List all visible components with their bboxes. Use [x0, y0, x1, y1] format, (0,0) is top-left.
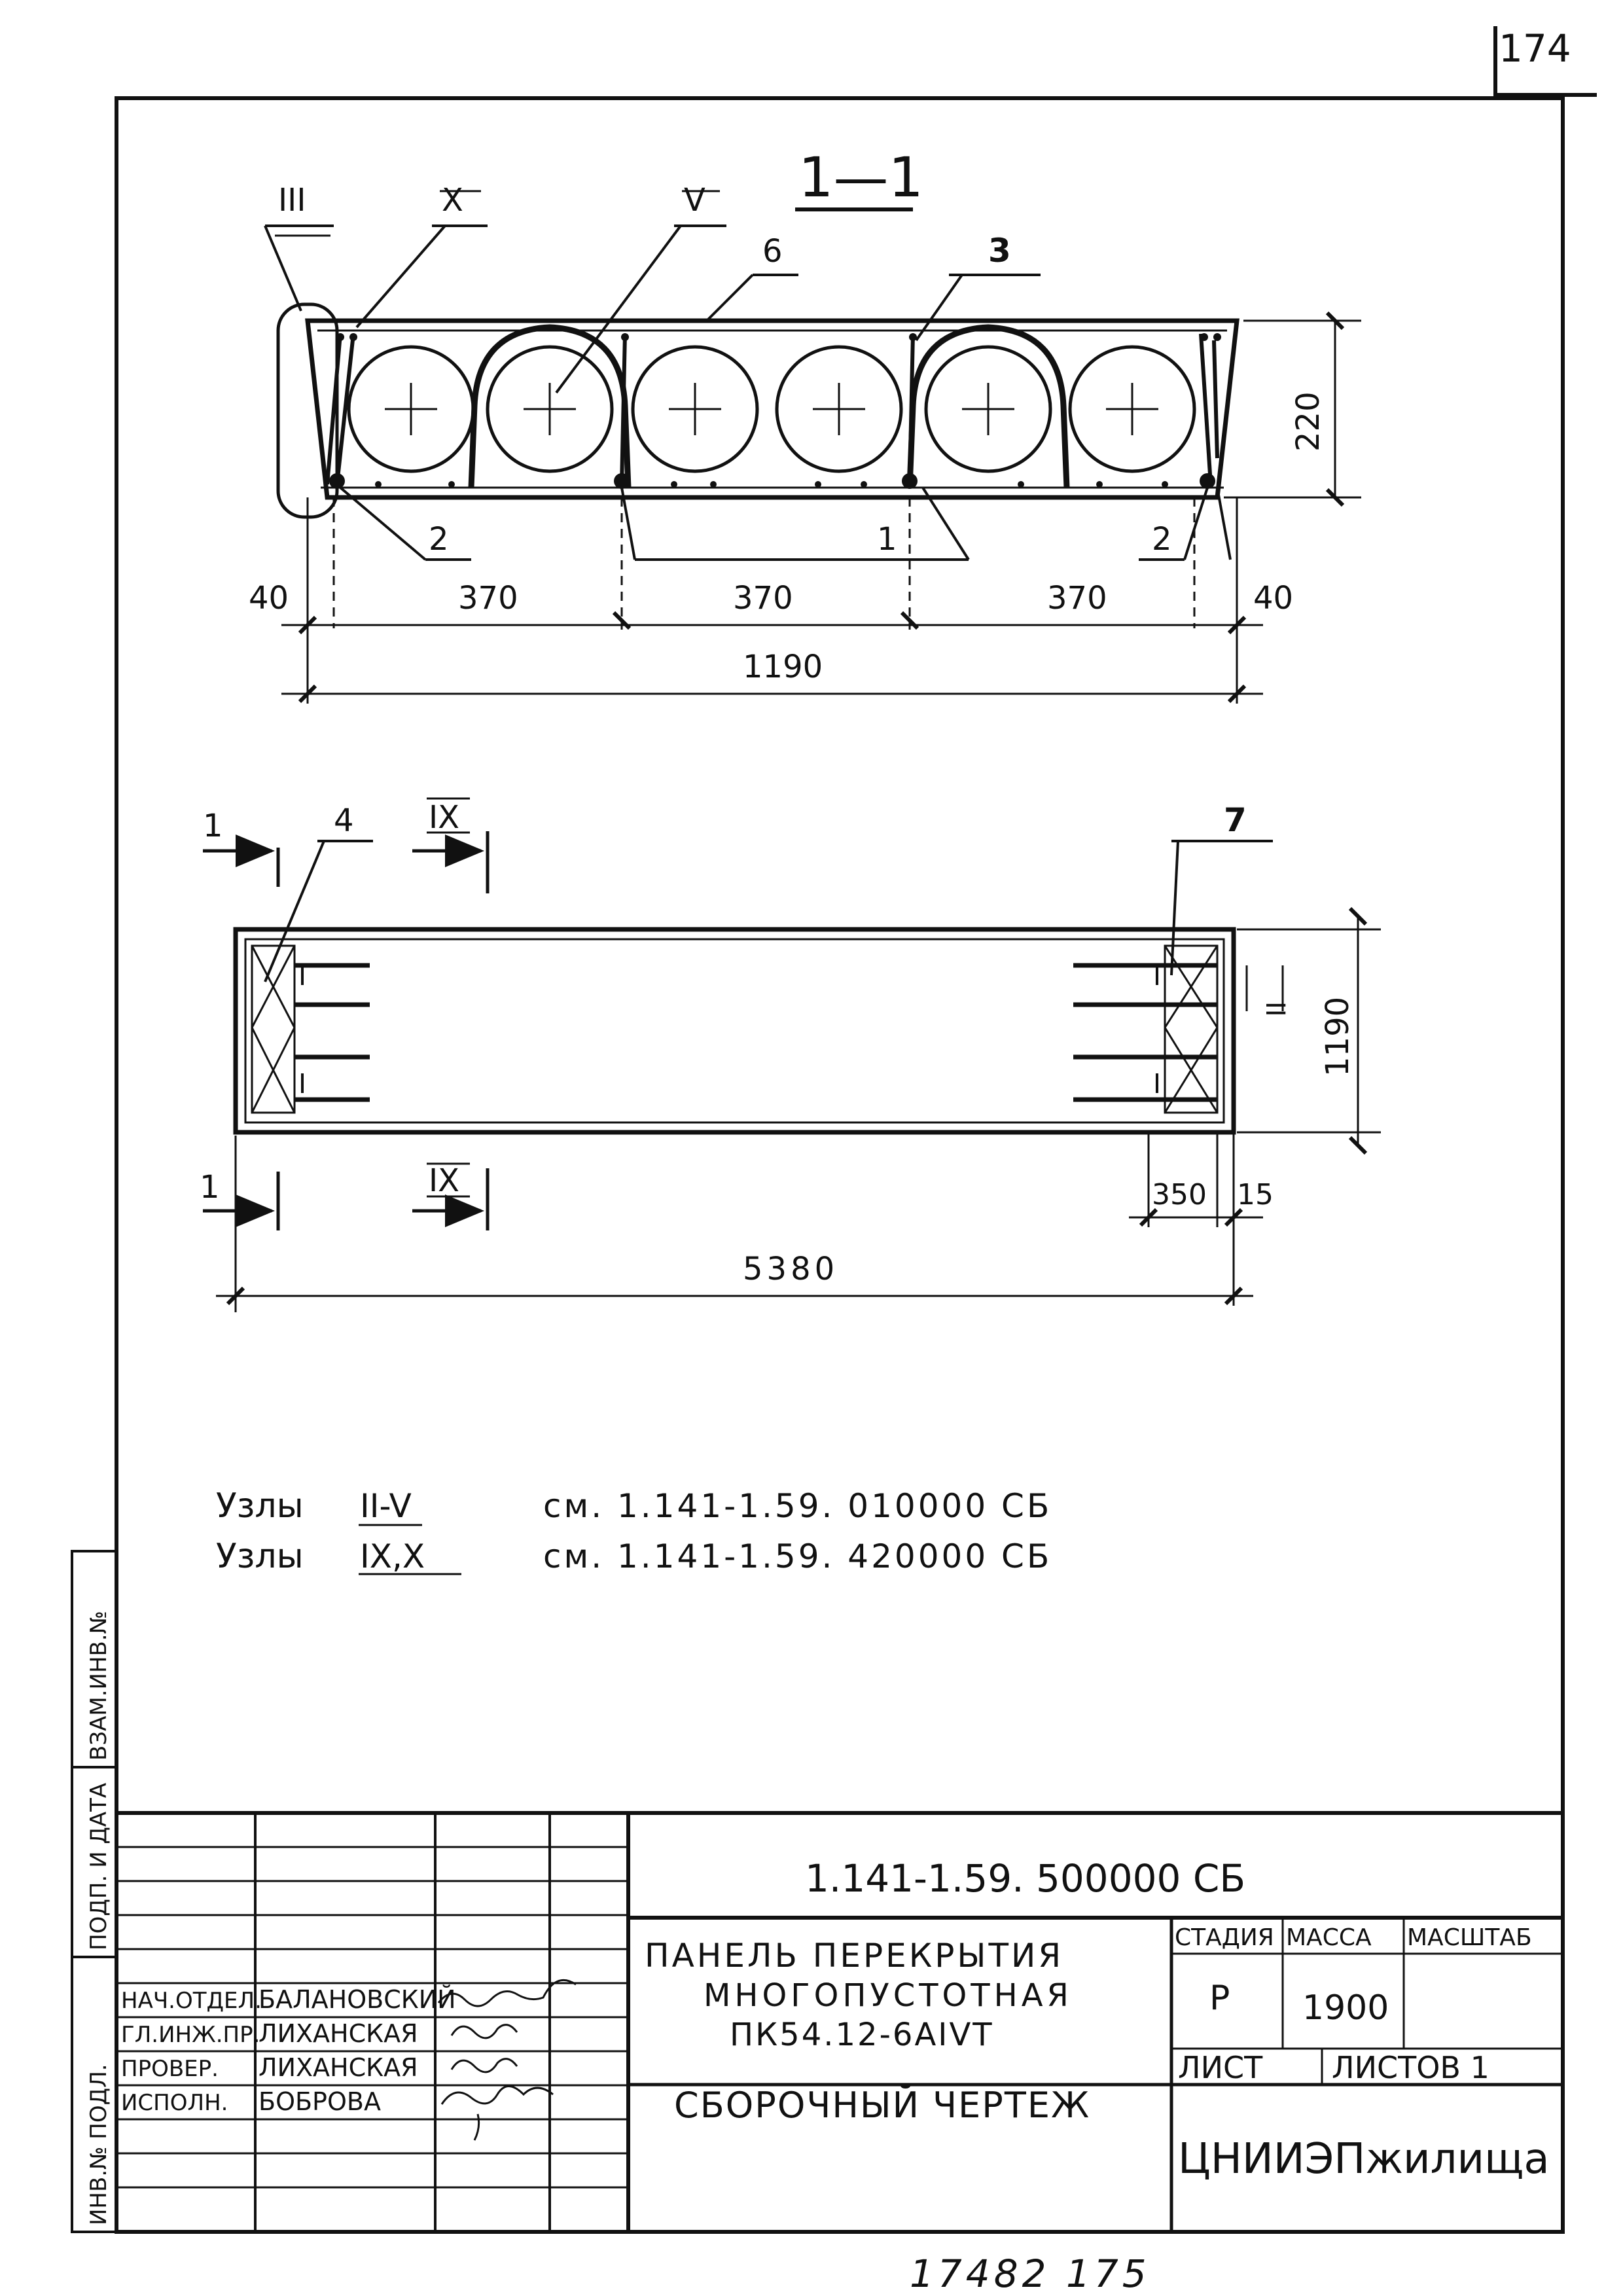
note-1-nodes: II-V — [360, 1487, 412, 1525]
dim-edge-right: 40 — [1253, 580, 1293, 617]
title-block — [115, 1811, 1565, 2234]
dim-pitch-2: 370 — [733, 580, 793, 617]
callout-node-x: X — [442, 182, 463, 219]
name-head-of-dept: БАЛАНОВСКИЙ — [259, 1985, 456, 2014]
callout-pos-6: 6 — [762, 233, 783, 270]
cut-mark-ix-bottom: IX — [429, 1162, 459, 1199]
doc-code: 1.141-1.59. 500000 СБ — [805, 1856, 1245, 1901]
callout-pos-3: 3 — [988, 232, 1011, 270]
dim-pitch-3: 370 — [1047, 580, 1107, 617]
embedded-part-left — [251, 944, 296, 1114]
role-checked: ПРОВЕР. — [121, 2056, 219, 2082]
drawing-type: СБОРОЧНЫЙ ЧЕРТЕЖ — [674, 2085, 1090, 2126]
node-mark-ii: II — [1260, 1001, 1290, 1017]
section-title: 1—1 — [798, 145, 923, 209]
note-1-ref: см. 1.141-1.59. 010000 СБ — [543, 1487, 1052, 1525]
cut-mark-1-top: 1 — [203, 808, 223, 844]
organization: ЦНИИЭПжилища — [1178, 2135, 1550, 2183]
callout-pos-2-left: 2 — [429, 521, 449, 558]
cut-mark-1-bottom: 1 — [200, 1169, 220, 1206]
dim-edge-left: 40 — [249, 580, 289, 617]
dim-small-15: 15 — [1237, 1178, 1274, 1211]
dim-section-height: 220 — [1290, 391, 1327, 452]
reinforcement-frames — [325, 333, 1219, 485]
role-executed: ИСПОЛН. — [121, 2090, 228, 2116]
note-2-label: Узлы — [216, 1537, 304, 1576]
sheets-count: ЛИСТОВ 1 — [1332, 2050, 1489, 2085]
dim-small-350: 350 — [1152, 1178, 1207, 1211]
header-mass: МАССА — [1286, 1924, 1372, 1951]
callout-pos-1: 1 — [877, 521, 897, 558]
signatures — [437, 1979, 577, 2141]
role-chief-engineer: ГЛ.ИНЖ.ПР. — [121, 2022, 260, 2048]
archive-note: 17482 175 — [910, 2251, 1150, 2296]
note-2-ref: см. 1.141-1.59. 420000 СБ — [543, 1537, 1052, 1575]
callout-pos-2-right: 2 — [1152, 521, 1172, 558]
lifting-loop-left — [468, 324, 632, 488]
sheet-number-frame — [1493, 26, 1597, 97]
product-name-line-2: МНОГОПУСТОТНАЯ — [704, 1977, 1073, 2014]
dim-section-total: 1190 — [743, 649, 823, 685]
callout-pos-7: 7 — [1224, 801, 1247, 839]
callout-node-v: V — [684, 182, 705, 219]
note-1-label: Узлы — [216, 1486, 304, 1526]
cut-mark-ix-top: IX — [429, 799, 459, 836]
name-executed: БОБРОВА — [259, 2087, 381, 2116]
name-checked: ЛИХАНСКАЯ — [259, 2053, 418, 2082]
dim-pitch-1: 370 — [458, 580, 518, 617]
header-scale: МАСШТАБ — [1407, 1924, 1532, 1951]
lifting-loop-right — [906, 324, 1070, 488]
side-label-signature-date: ПОДП. И ДАТА — [86, 1783, 112, 1950]
notes-block: Узлы II-V см. 1.141-1.59. 010000 СБ Узлы… — [216, 1486, 1052, 1576]
stage-value: Р — [1209, 1979, 1230, 2018]
callout-pos-4: 4 — [334, 802, 354, 839]
dim-plan-width: 1190 — [1319, 997, 1356, 1077]
dim-plan-length: 5380 — [743, 1251, 838, 1287]
side-label-replacement: ВЗАМ.ИНВ.№ — [86, 1611, 112, 1761]
rebar-bars — [329, 333, 1221, 489]
product-name-line-1: ПАНЕЛЬ ПЕРЕКРЫТИЯ — [645, 1937, 1063, 1975]
sheet-label: ЛИСТ — [1178, 2050, 1263, 2085]
header-stage: СТАДИЯ — [1175, 1924, 1274, 1951]
sheet-number: 174 — [1499, 26, 1571, 71]
note-2-nodes: IX,X — [360, 1537, 425, 1575]
section-view: 1—1 — [249, 145, 1361, 704]
plan-view: 1 1 IX IX 4 7 II 1190 — [200, 797, 1381, 1312]
panel-section-outline — [305, 318, 1240, 500]
name-chief-engineer: ЛИХАНСКАЯ — [259, 2019, 418, 2048]
callout-node-iii: III — [278, 182, 306, 219]
side-label-original-inventory: ИНВ.№ ПОДЛ. — [86, 2064, 112, 2225]
product-mark: ПК54.12-6АIVТ — [730, 2017, 994, 2053]
role-head-of-dept: НАЧ.ОТДЕЛ. — [121, 1988, 262, 2014]
mass-value: 1900 — [1302, 1988, 1389, 2028]
plan-rebar-ends — [294, 963, 1217, 1102]
